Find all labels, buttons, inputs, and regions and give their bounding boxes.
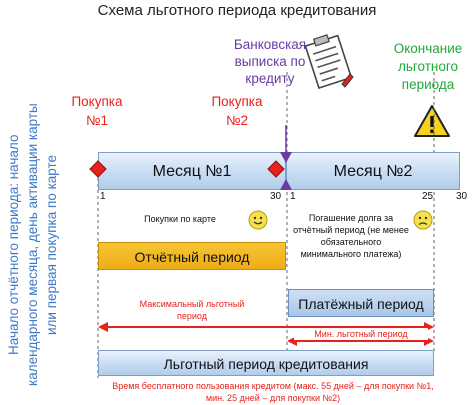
min-grace-label: Мин. льготный период (294, 328, 428, 340)
payment-period-bar: Платёжный период (288, 289, 434, 317)
bank-statement-label: Банковская выписка по кредиту (233, 37, 307, 86)
grace-period-label: Льготный период кредитования (163, 356, 369, 372)
footer-note: Время бесплатного пользования кредитом (… (112, 381, 434, 403)
month-2-label: Месяц №2 (333, 163, 413, 180)
tick-m1-start: 1 (100, 191, 106, 202)
tick-m2-start: 1 (290, 191, 296, 202)
tick-m1-end: 30 (270, 191, 282, 202)
happy-face-icon (248, 210, 268, 230)
repayment-label: Погашение долга за отчётный период (не м… (293, 213, 409, 259)
grace-period-bar: Льготный период кредитования (98, 350, 434, 376)
month-1-bar: Месяц №1 (98, 152, 286, 190)
purchases-by-card-label: Покупки по карте (144, 214, 216, 224)
month-2-bar: Месяц №2 (286, 152, 460, 190)
purchase-1-label: Покупка №1 (71, 94, 123, 128)
purchase-2-marker (267, 160, 285, 178)
tick-m2-end: 30 (456, 191, 468, 202)
max-grace-label: Максимальный льготный период (139, 299, 245, 321)
statement-marker-top (280, 152, 292, 163)
sad-face-icon (413, 210, 433, 230)
tick-m2-mid: 25 (422, 191, 434, 202)
purchase-1-marker (89, 160, 107, 178)
end-grace-label: Окончание льготного периода (393, 41, 463, 92)
reporting-period-label: Отчётный период (134, 249, 250, 265)
purchase-2-label: Покупка №2 (211, 94, 263, 128)
statement-marker-bottom (280, 179, 292, 190)
bank-statement-icon (304, 34, 354, 89)
reporting-period-bar: Отчётный период (98, 242, 286, 270)
month-1-label: Месяц №1 (152, 163, 232, 180)
warning-icon (414, 105, 450, 137)
diagram-title: Схема льготного периода кредитования (97, 2, 377, 19)
payment-period-label: Платёжный период (298, 296, 424, 312)
